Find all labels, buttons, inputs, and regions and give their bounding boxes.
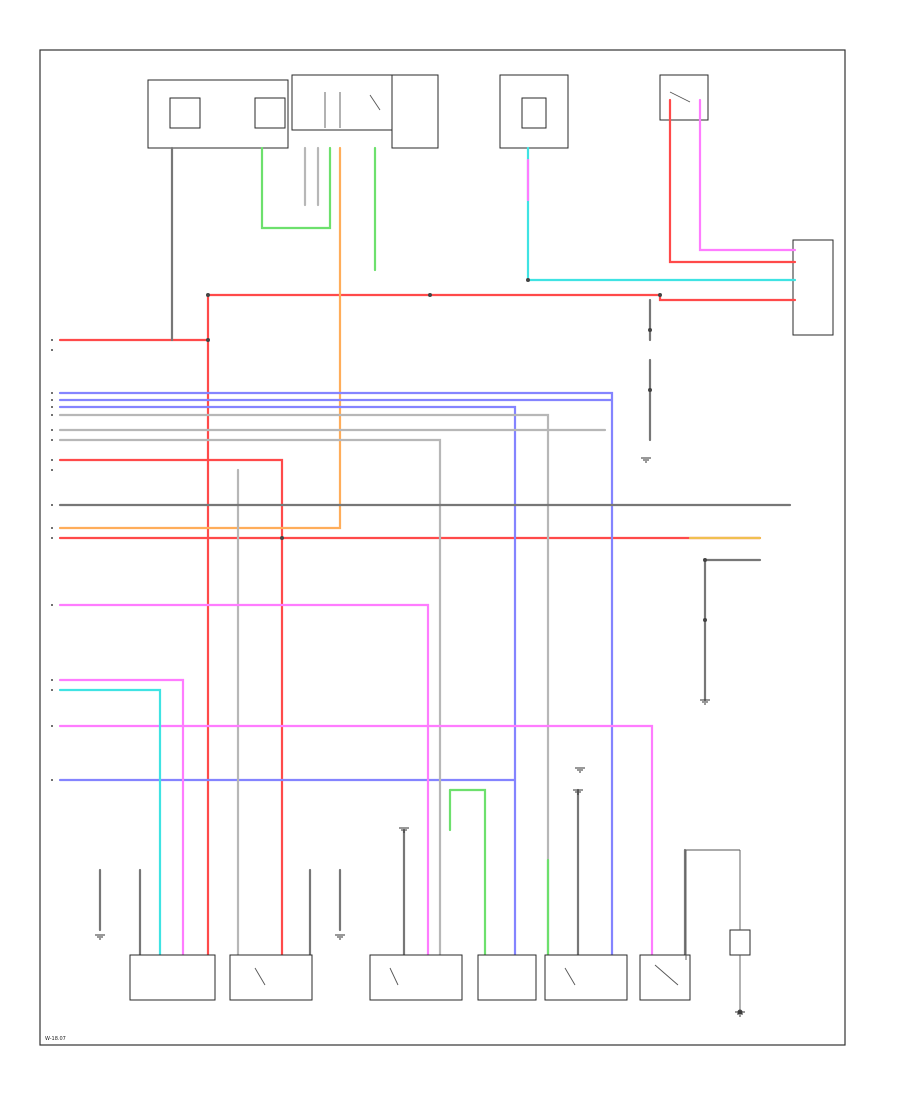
- junction-dot: [658, 293, 662, 297]
- bottom-module-3: [369, 954, 463, 1001]
- wire-pink-2: [58, 678, 185, 962]
- ground-icon: [335, 934, 345, 940]
- diagram-border: [39, 49, 846, 1046]
- wire-blue-3: [58, 405, 517, 962]
- ground-icon: [573, 789, 583, 795]
- pin-marker: [51, 504, 53, 506]
- wire-red-bus: [206, 293, 797, 302]
- junction-dot: [428, 293, 432, 297]
- top-fuse-box-2: [499, 74, 569, 149]
- bottom-module-1: [129, 954, 216, 1001]
- ground-icon: [95, 934, 105, 940]
- right-connector-block: [792, 239, 834, 336]
- pin-marker: [51, 537, 53, 539]
- bottom-switch: [639, 954, 691, 1001]
- wire-cyan-bottom: [58, 688, 162, 962]
- bottom-right-diode: [685, 849, 751, 1015]
- junction-dot: [703, 558, 707, 562]
- wire-gray-1: [58, 413, 550, 962]
- wire-red-drop-2: [58, 458, 284, 962]
- wire-red-right: [668, 98, 797, 264]
- junction-dot: [280, 536, 284, 540]
- pin-marker: [51, 429, 53, 431]
- wire-green-bottom: [448, 788, 487, 962]
- diagram-reference: W-18.07: [45, 1036, 66, 1042]
- bottom-module-5: [544, 954, 628, 1001]
- pin-marker: [51, 459, 53, 461]
- wire-green-relay: [260, 146, 332, 230]
- pin-marker: [51, 339, 53, 341]
- top-module-labelbox: [391, 74, 439, 149]
- bottom-module-4: [477, 954, 537, 1001]
- wire-pink-1: [58, 603, 430, 962]
- wire-layer: [58, 98, 797, 962]
- pin-marker: [51, 469, 53, 471]
- pin-marker: [51, 406, 53, 408]
- pin-marker: [51, 779, 53, 781]
- wire-pink-3: [58, 724, 654, 962]
- pin-marker: [51, 414, 53, 416]
- junction-dot: [648, 388, 652, 392]
- junction-dot: [648, 328, 652, 332]
- wire-pink-right: [698, 98, 797, 252]
- pin-marker: [51, 679, 53, 681]
- left-pin-markers: [51, 339, 53, 781]
- junction-dot: [206, 338, 210, 342]
- junction-dot: [526, 278, 530, 282]
- bottom-module-2: [229, 954, 313, 1001]
- pin-marker: [51, 527, 53, 529]
- pin-marker: [51, 392, 53, 394]
- pin-marker: [51, 399, 53, 401]
- ground-symbols: [95, 457, 745, 1017]
- pin-marker: [51, 439, 53, 441]
- pin-marker: [51, 349, 53, 351]
- wire-blue-1: [58, 391, 614, 962]
- pin-marker: [51, 689, 53, 691]
- wire-cyan-top: [526, 146, 797, 282]
- junction-dot: [703, 618, 707, 622]
- pin-marker: [51, 725, 53, 727]
- ground-icon: [575, 767, 585, 773]
- ground-icon: [700, 699, 710, 705]
- wire-orange: [58, 146, 342, 530]
- ground-icon: [641, 457, 651, 463]
- pin-marker: [51, 604, 53, 606]
- wire-gray-3: [58, 438, 442, 962]
- ground-icon: [399, 827, 409, 833]
- junction-dot: [206, 293, 210, 297]
- ground-icon: [735, 1011, 745, 1017]
